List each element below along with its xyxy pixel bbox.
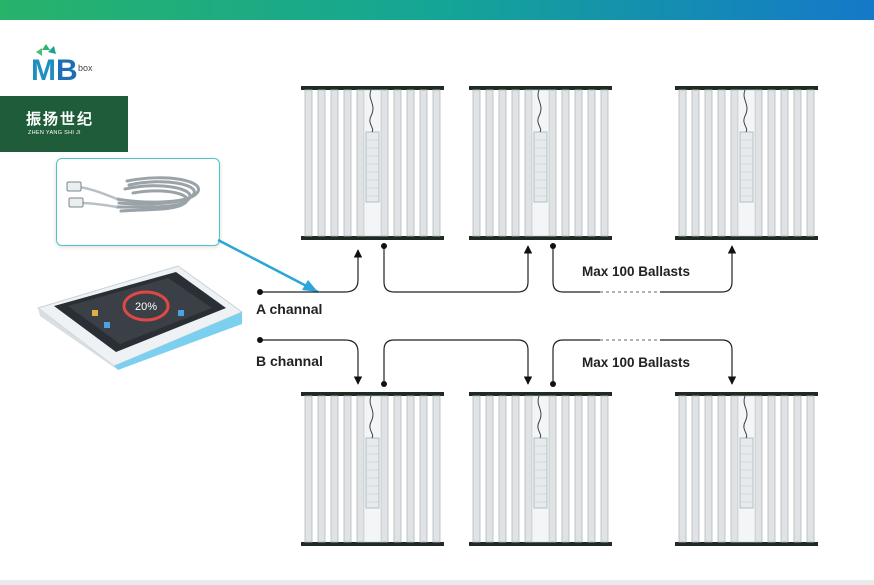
- logo-suffix: box: [78, 63, 93, 73]
- top-accent-bar: [0, 0, 874, 20]
- cable-card: [56, 158, 220, 246]
- max-ballasts-label-b: Max 100 Ballasts: [582, 355, 691, 370]
- grow-light-fixture-icon: [300, 85, 445, 241]
- grow-light-fixture-icon: [468, 391, 613, 547]
- svg-text:B: B: [56, 54, 78, 87]
- grow-light-fixture-icon: [674, 391, 819, 547]
- grow-light-fixture-icon: [300, 391, 445, 547]
- controller-screen-percent: 20%: [135, 301, 157, 313]
- a-channel-label: A channal: [256, 301, 323, 317]
- max-ballasts-label-a: Max 100 Ballasts: [582, 264, 691, 279]
- network-cable-icon: [66, 176, 201, 213]
- mb-logo-icon: M B: [31, 44, 78, 87]
- svg-text:M: M: [31, 54, 56, 87]
- brand-name-cn: 振扬世纪: [26, 110, 95, 128]
- bottom-bar: [0, 580, 874, 585]
- brand-name-en: ZHEN YANG SHI JI: [28, 130, 81, 136]
- grow-light-fixture-icon: [674, 85, 819, 241]
- grow-light-fixture-icon: [468, 85, 613, 241]
- controller-tablet-icon: 20%: [36, 265, 244, 370]
- brand-banner: 振扬世纪 ZHEN YANG SHI JI: [0, 96, 128, 152]
- b-channel-label: B channal: [256, 353, 323, 369]
